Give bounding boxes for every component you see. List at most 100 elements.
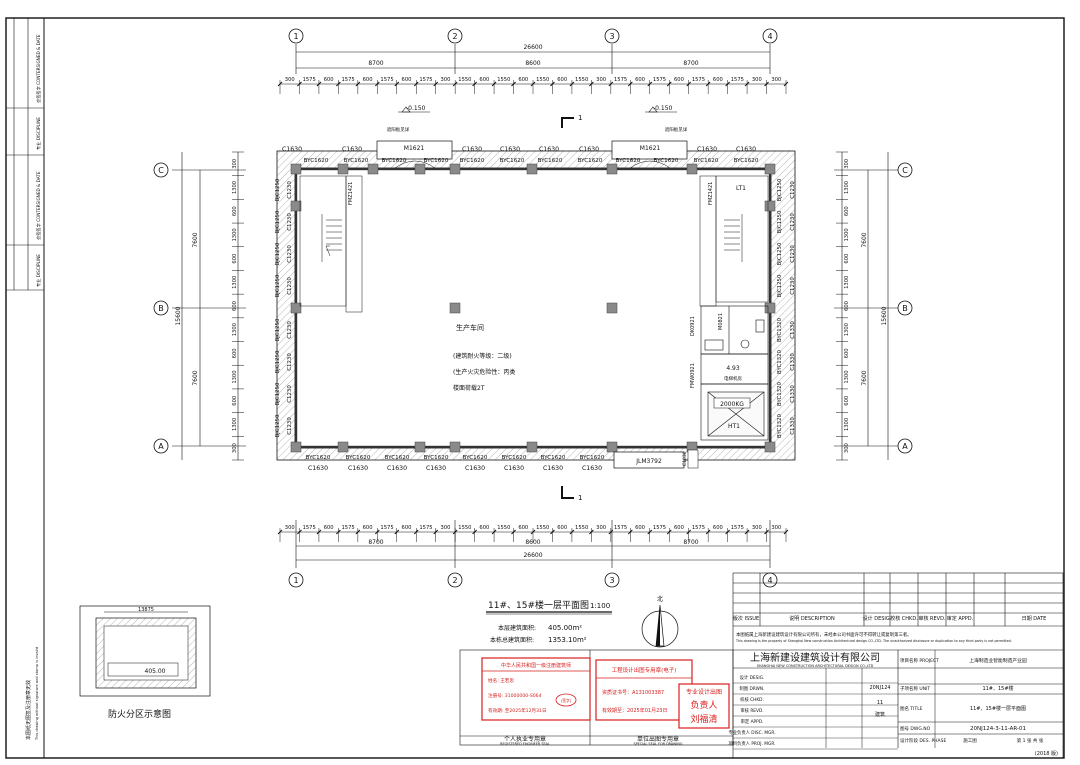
window-label: C1230	[790, 245, 796, 263]
dim-slash	[472, 81, 477, 87]
area-value-2: 1353.10m²	[548, 636, 587, 644]
unit-seal-caption-en: SPECIAL SEAL FOR DRAWING	[633, 742, 682, 746]
dim-slash	[530, 529, 536, 535]
svg-text:专业设计出图: 专业设计出图	[686, 688, 722, 696]
design-unit-seal: 工程设计出图专用章(电子) 资质证书号：A131003387 有效期至：2025…	[595, 659, 693, 721]
area-label-2: 本栋总建筑面积:	[490, 636, 534, 644]
dim-slash	[511, 529, 516, 535]
bottom-window-labels: BYC1620C1630BYC1620C1630BYC1620C1630BYC1…	[306, 455, 605, 472]
dim-slash	[705, 529, 711, 535]
top-bay-dim-1: 8700	[368, 60, 383, 67]
top-bay-dim-3: 8700	[683, 60, 698, 67]
dim-detail-value: 600	[557, 77, 567, 83]
dim-detail-value: 1300	[844, 276, 850, 289]
dim-detail-value: 1575	[653, 525, 666, 531]
dim-slash	[413, 81, 419, 87]
dim-slash	[297, 81, 302, 87]
dim-detail-value: 1300	[232, 418, 238, 431]
copyright-notice-cn: 本图纸属上海新建设建筑设计有限公司所有，未经本公司书面许可不得转让或复制第三者。	[736, 631, 912, 638]
window-label: C1330	[790, 385, 796, 403]
elevator-tag: HT1	[728, 423, 740, 430]
dim-detail-value: 600	[479, 525, 489, 531]
phase-label: 设计阶段 DES. PHASE	[900, 737, 946, 744]
personal-seal-caption: 个人执业专用章	[504, 735, 546, 743]
role-label: 审核 REVD.	[740, 707, 763, 714]
sheet-count: 第 1 张 共 张	[1017, 737, 1044, 744]
registered-architect-seal: 中华人民共和国一级注册建筑师 姓名: 王若思 注册号: 31000000-S06…	[481, 657, 591, 721]
top-bay-dim-2: 8600	[525, 60, 540, 67]
grid-axis-4-bottom: 4	[762, 572, 778, 588]
dim-detail-value: 600	[232, 348, 238, 358]
dim-detail-value: 1575	[303, 525, 316, 531]
company-name-cn: 上海新建设建筑设计有限公司	[750, 651, 880, 664]
dim-detail-value: 1575	[303, 77, 316, 83]
svg-text:-0.150: -0.150	[406, 105, 426, 112]
grid-axis-b-right: B	[897, 300, 913, 316]
window-label: C1630	[426, 465, 446, 472]
dim-detail-value: 300	[285, 77, 295, 83]
svg-text:13875: 13875	[138, 607, 154, 613]
dim-slash	[491, 81, 497, 87]
dim-detail-value: 600	[232, 301, 238, 311]
dim-slash	[316, 81, 322, 87]
dim-detail-value: 1575	[419, 77, 432, 83]
dim-detail-value: 300	[440, 77, 450, 83]
dim-slash	[374, 529, 380, 535]
copyright-notice-en: This drawing is the property of Shanghai…	[735, 639, 1012, 643]
window-label: BYC1620	[346, 455, 371, 461]
role-label: 设计 DESIG.	[740, 674, 765, 681]
elevation-marker-right: -0.150	[645, 105, 677, 113]
bottom-total-dim: 26600	[523, 552, 542, 559]
dim-slash	[394, 529, 400, 535]
bottom-dimension-lines	[280, 520, 786, 568]
dim-detail-value: 1550	[458, 525, 471, 531]
left-bay-dim-1: 7600	[192, 232, 199, 247]
dim-slash	[355, 529, 361, 535]
workshop-label: 生产车间	[456, 323, 484, 332]
personal-seal-caption-en: REGISTERED ENGINEER SEAL	[500, 742, 550, 746]
dim-slash	[744, 81, 750, 87]
window-label-c1030: C1030	[682, 451, 688, 466]
dim-detail-value: 1550	[497, 77, 510, 83]
dim-detail-value: 300	[232, 443, 238, 453]
window-label: C1630	[543, 465, 563, 472]
dim-detail-value: 600	[635, 525, 645, 531]
dim-detail-value: 300	[596, 525, 606, 531]
svg-text:遮阳板见详: 遮阳板见详	[665, 126, 688, 133]
svg-text:(签字): (签字)	[561, 698, 572, 703]
dim-slash	[783, 81, 789, 87]
strip-label-1: 会签签字 CONTERSIGNED & DATE	[35, 34, 42, 103]
window-label: C1630	[308, 465, 328, 472]
dim-slash	[608, 81, 614, 87]
strip-note-en: This drawing without signature and stamp…	[35, 647, 39, 741]
revision-header: 审定 APPD.	[947, 615, 974, 622]
window-label: BYC1620	[734, 158, 759, 164]
dim-detail-value: 300	[844, 159, 850, 169]
left-detail-dimensions: 3001300600130060013006001300600130060013…	[232, 159, 238, 453]
role-label: 项目负责人 PROJ. MGR.	[728, 740, 775, 747]
project-label: 项目名称 PROJECT	[900, 657, 939, 664]
dim-slash	[764, 81, 769, 87]
dim-detail-value: 600	[844, 348, 850, 358]
window-label: BJC1250	[275, 274, 281, 297]
svg-text:1: 1	[293, 576, 298, 585]
dim-detail-value: 300	[440, 525, 450, 531]
dim-detail-value: 600	[324, 77, 334, 83]
role-label: 校核 CHKD.	[740, 696, 764, 703]
area-value-1: 405.00m²	[548, 624, 582, 632]
dim-detail-value: 600	[635, 77, 645, 83]
svg-text:M1621: M1621	[404, 145, 425, 152]
dim-slash	[647, 81, 653, 87]
window-label: BJC1250	[275, 210, 281, 233]
dim-slash	[277, 529, 283, 535]
dim-slash	[316, 529, 322, 535]
right-bay-dim-1: 7600	[861, 232, 868, 247]
section-mark-top: 1	[561, 114, 582, 128]
dwg-no-label: 图号 DWG.NO	[900, 726, 931, 732]
bottom-detail-ticks	[277, 528, 789, 542]
window-label: C1230	[790, 277, 796, 295]
dim-detail-value: 1300	[232, 276, 238, 289]
